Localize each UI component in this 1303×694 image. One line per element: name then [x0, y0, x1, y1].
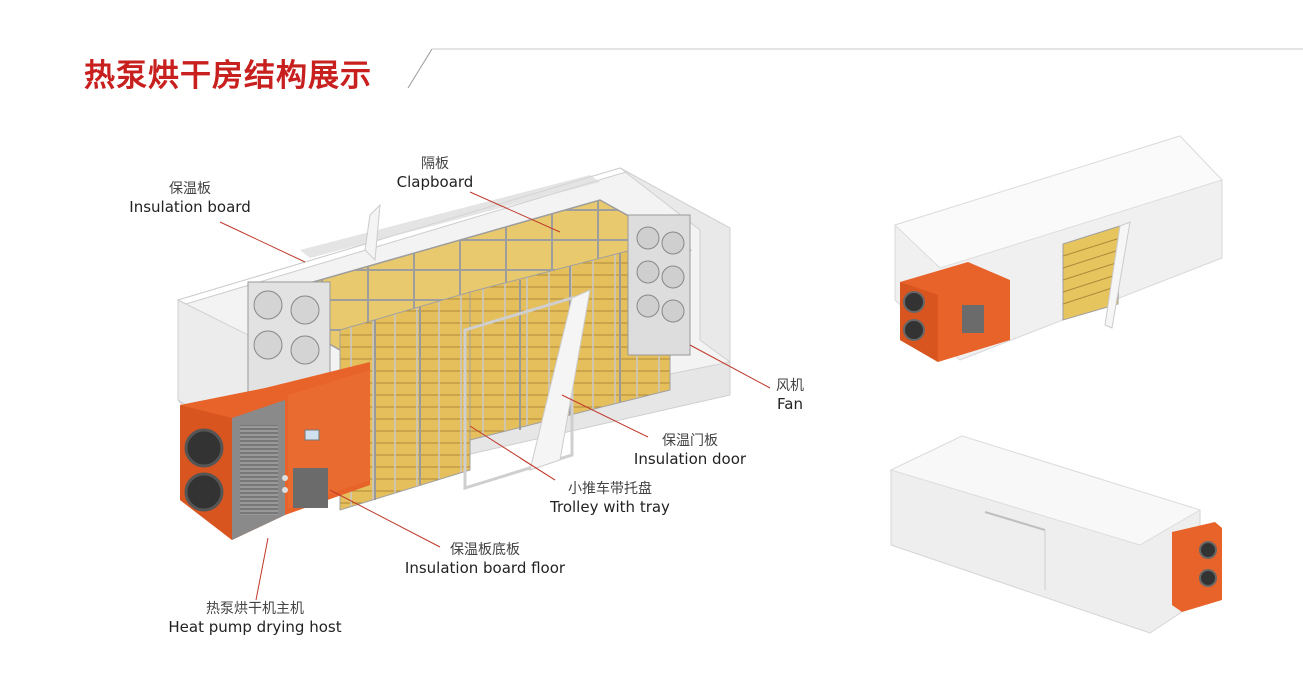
label-insulation-door: 保温门板 Insulation door	[633, 433, 747, 468]
host-unit-small-2	[1172, 522, 1222, 612]
label-fan: 风机 Fan	[776, 378, 804, 413]
label-clapboard: 隔板 Clapboard	[396, 156, 474, 191]
heat-pump-host	[180, 362, 370, 540]
label-host: 热泵烘干机主机 Heat pump drying host	[168, 601, 342, 636]
page-title: 热泵烘干房结构展示	[84, 58, 372, 94]
label-board-floor: 保温板底板 Insulation board floor	[404, 542, 566, 577]
leader-lines	[219, 191, 771, 601]
air-ducts	[247, 281, 331, 393]
host-unit-small-1	[900, 262, 1010, 362]
label-insulation-board: 保温板 Insulation board	[129, 181, 251, 216]
insulation-door	[364, 203, 591, 491]
fan-stack	[627, 214, 691, 356]
label-trolley: 小推车带托盘 Trolley with tray	[550, 481, 670, 516]
